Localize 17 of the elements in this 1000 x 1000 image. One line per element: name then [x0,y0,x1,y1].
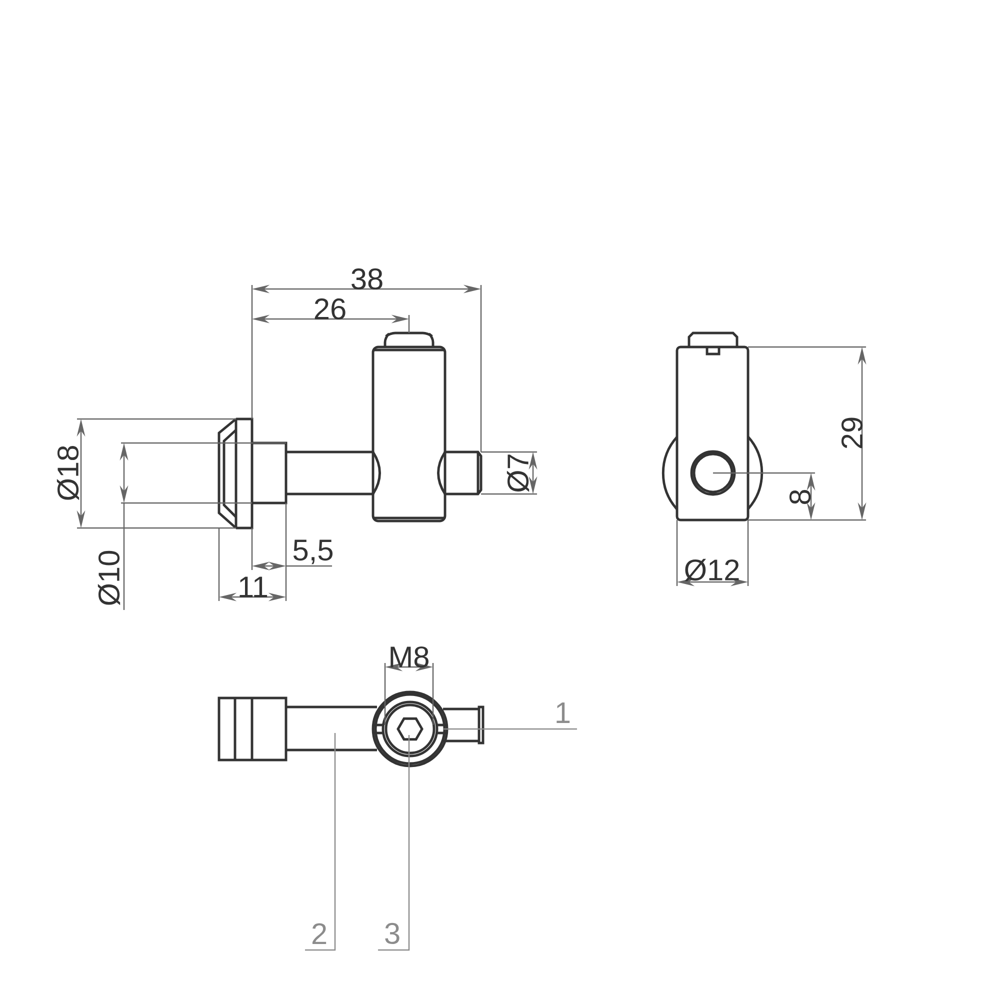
callout-number: 3 [385,922,400,944]
dimension-label: 5,5 [293,540,333,564]
dimension-label: Ø10 [98,550,120,606]
dimension-label: 26 [314,298,346,320]
callout-number: 2 [312,923,326,944]
dimension-label: 11 [240,576,268,598]
dimension-label: Ø12 [684,558,739,582]
dimension-label: 29 [841,418,863,448]
leader-line [305,733,336,951]
callout-number: 1 [556,702,570,724]
dimension-label: M8 [390,646,428,668]
dimension-label: Ø18 [56,446,80,500]
leader-line [443,728,578,730]
dimension-label: Ø7 [506,454,530,492]
dimension-label: 38 [352,268,382,290]
leader-line [378,735,410,951]
dimension-label: 8 [789,490,811,504]
